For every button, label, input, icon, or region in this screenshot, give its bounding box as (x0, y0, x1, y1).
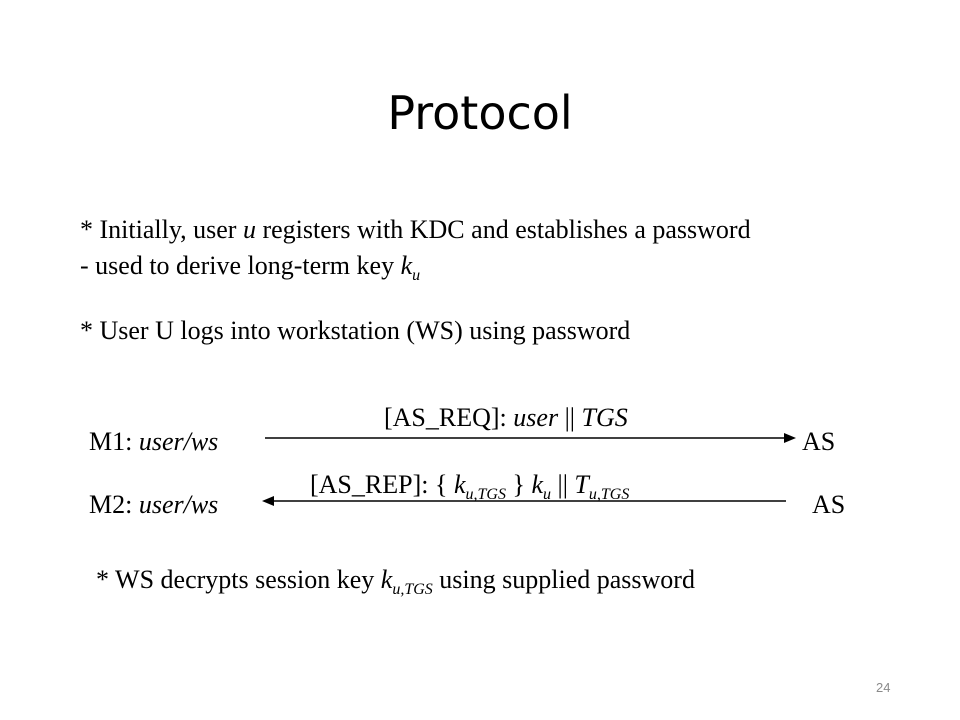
bullet-ws-decrypts: * WS decrypts session key ku,TGS using s… (96, 565, 695, 598)
m1-message: [AS_REQ]: user || TGS (384, 403, 628, 432)
slide-title: Protocol (387, 86, 573, 140)
bullet-user-login: * User U logs into workstation (WS) usin… (80, 316, 631, 345)
m1-receiver: AS (802, 427, 836, 456)
m1-arrow (265, 433, 796, 443)
bullet-initial-registration: * Initially, user u registers with KDC a… (80, 215, 751, 244)
m2-message: [AS_REP]: { ku,TGS } ku || Tu,TGS (310, 470, 630, 503)
m2-receiver: M2: user/ws (89, 490, 219, 519)
page-number: 24 (876, 680, 891, 695)
m2-arrow (262, 496, 786, 506)
m2-sender: AS (812, 490, 846, 519)
m1-sender: M1: user/ws (89, 427, 219, 456)
bullet-derive-key: - used to derive long-term key ku (80, 251, 421, 284)
